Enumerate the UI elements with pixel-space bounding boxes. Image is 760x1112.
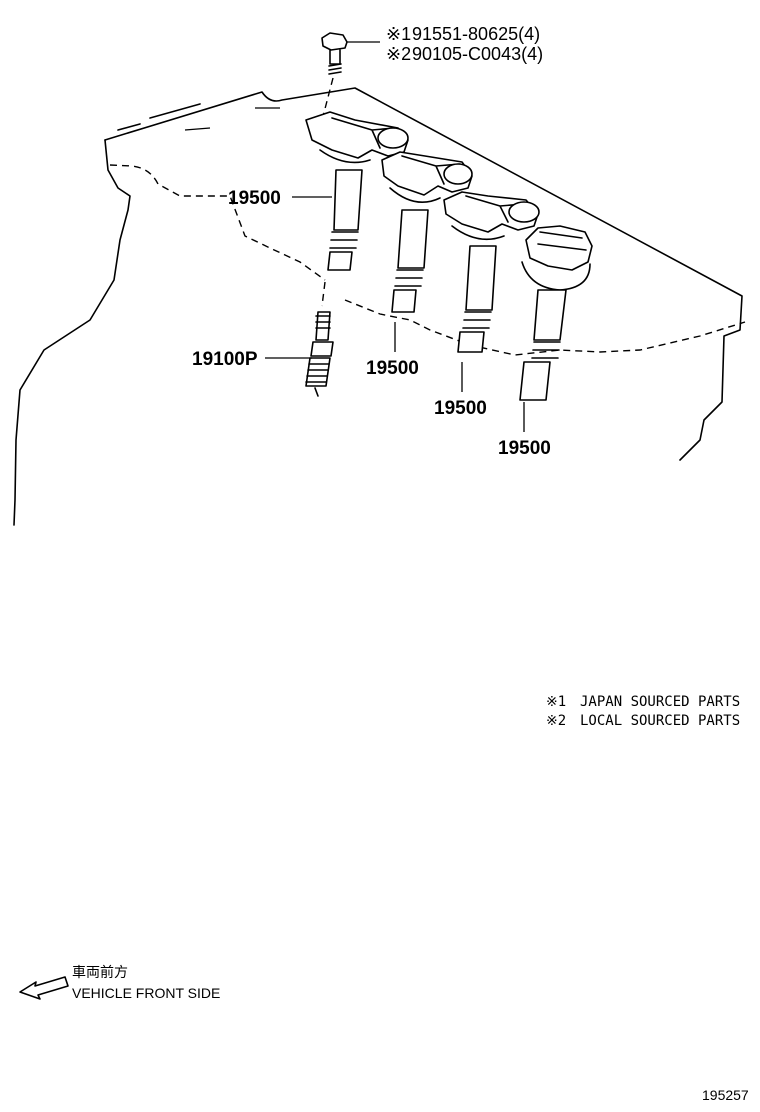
spark-plug: [305, 281, 334, 397]
legend-text-2: LOCAL SOURCED PARTS: [580, 713, 740, 729]
callout-spark-plug: 19100P: [192, 349, 258, 370]
ignition-coil-4: [519, 225, 593, 401]
bolt-part: [319, 32, 348, 129]
ignition-coil-1: [305, 111, 409, 271]
illustration-number: 195257: [702, 1087, 749, 1103]
callout-coil-4: 19500: [498, 438, 551, 459]
ignition-coil-2: [381, 151, 473, 313]
legend: ※1 JAPAN SOURCED PARTS ※2 LOCAL SOURCED …: [546, 694, 740, 729]
arrow-left-icon: [19, 976, 69, 1000]
bolt-note-1-part: 91551-80625(4): [412, 24, 540, 44]
direction-english: VEHICLE FRONT SIDE: [72, 985, 220, 1001]
legend-text-1: JAPAN SOURCED PARTS: [580, 694, 740, 710]
ignition-coil-3: [443, 191, 540, 353]
legend-mark-1: ※1: [546, 694, 566, 710]
callout-coil-1: 19500: [228, 188, 281, 209]
bolt-note-2-mark: ※2: [386, 44, 411, 64]
callout-coil-2: 19500: [366, 358, 419, 379]
bolt-note-1-mark: ※1: [386, 24, 411, 44]
bolt-note-2-part: 90105-C0043(4): [412, 44, 543, 64]
engine-head-outline: [13, 87, 746, 526]
legend-mark-2: ※2: [546, 713, 566, 729]
vehicle-front-indicator: 車両前方 VEHICLE FRONT SIDE: [19, 964, 220, 1001]
direction-japanese: 車両前方: [72, 964, 128, 980]
callout-leaders: [265, 196, 525, 432]
callout-coil-3: 19500: [434, 398, 487, 419]
bolt-notes: ※1 91551-80625(4) ※2 90105-C0043(4): [386, 24, 543, 64]
